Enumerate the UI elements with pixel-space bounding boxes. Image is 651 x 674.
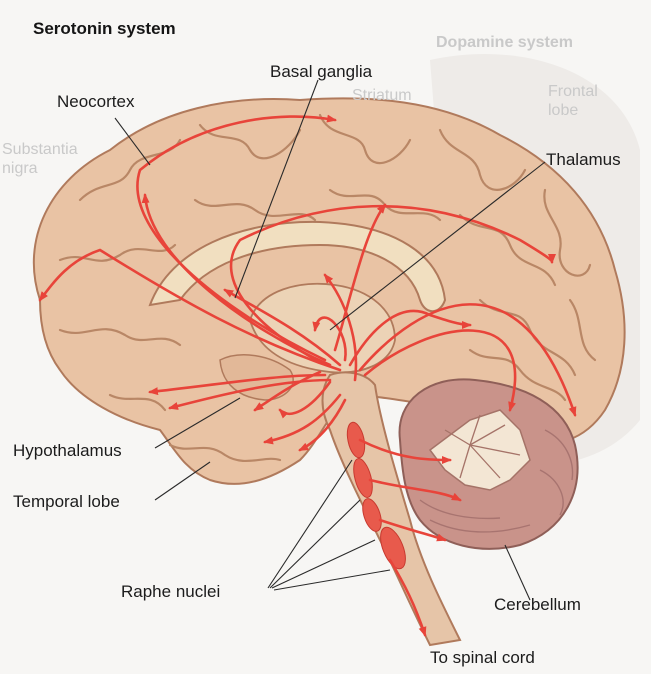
label-temporal-lobe: Temporal lobe [13,492,120,512]
ghost-frontal-lobe: Frontal lobe [548,82,598,120]
leader-raphe-3 [272,540,375,588]
ghost-striatum: Striatum [352,86,412,105]
leader-raphe-4 [274,570,390,590]
label-cerebellum: Cerebellum [494,595,581,615]
label-basal-ganglia: Basal ganglia [270,62,372,82]
label-raphe-nuclei: Raphe nuclei [121,582,220,602]
leader-raphe-2 [270,500,360,588]
ghost-substantia-nigra: Substantia nigra [2,140,78,178]
label-hypothalamus: Hypothalamus [13,441,122,461]
leader-temporal-lobe [155,462,210,500]
ghost-dopamine-system: Dopamine system [436,33,573,52]
label-thalamus: Thalamus [546,150,621,170]
label-neocortex: Neocortex [57,92,134,112]
figure-title: Serotonin system [33,19,176,39]
leader-raphe-1 [268,460,352,588]
leader-cerebellum [505,545,530,600]
label-to-spinal-cord: To spinal cord [430,648,535,668]
